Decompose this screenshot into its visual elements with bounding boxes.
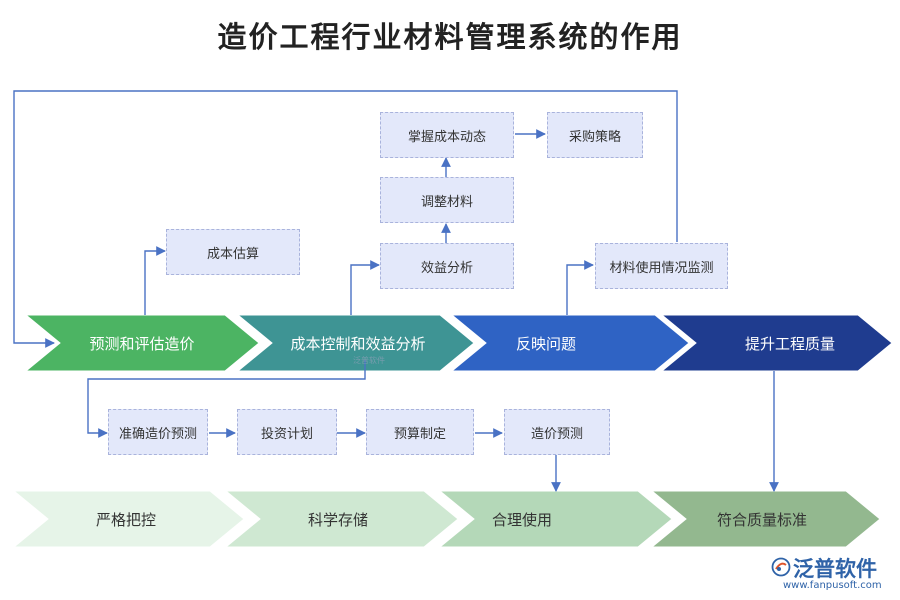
connector-to-monitoring xyxy=(566,260,594,315)
brand-logo-icon xyxy=(771,557,791,577)
connector-to-benefit-analysis xyxy=(350,260,380,315)
brand-logo: 泛普软件 www.fanpusoft.com xyxy=(771,555,895,597)
outcome-1-chevron xyxy=(12,490,245,548)
main-step-4-chevron xyxy=(660,314,893,372)
main-step-3-label: 反映问题 xyxy=(515,334,576,353)
outcome-4-chevron xyxy=(650,490,881,548)
outcome-2-label: 科学存储 xyxy=(307,510,368,529)
main-step-1-chevron xyxy=(24,314,260,372)
outcome-3-label: 合理使用 xyxy=(491,510,552,529)
main-step-2-chevron xyxy=(236,314,475,372)
watermark-small: 泛普软件 xyxy=(353,356,385,365)
outcome-2-chevron xyxy=(224,490,459,548)
material-monitoring-box: 材料使用情况监测 xyxy=(595,243,728,289)
connector-to-cost-estimate xyxy=(144,246,166,315)
cost-estimate-box: 成本估算 xyxy=(166,229,300,275)
main-step-2-label: 成本控制和效益分析 xyxy=(290,334,426,353)
lower-step-4-box: 造价预测 xyxy=(504,409,610,455)
lower-step-1-box: 准确造价预测 xyxy=(108,409,208,455)
page-title: 造价工程行业材料管理系统的作用 xyxy=(217,20,683,54)
lower-step-2-box: 投资计划 xyxy=(237,409,337,455)
connector-step2-to-lower xyxy=(87,360,366,438)
main-step-3-chevron xyxy=(450,314,690,372)
brand-logo-text: 泛普软件 xyxy=(793,557,877,581)
adjust-materials-box: 调整材料 xyxy=(380,177,514,223)
lower-step-3-box: 预算制定 xyxy=(366,409,474,455)
outcome-4-label: 符合质量标准 xyxy=(716,510,807,529)
connector-loop-to-step1 xyxy=(13,90,678,348)
grasp-cost-dynamics-box: 掌握成本动态 xyxy=(380,112,514,158)
outcome-1-label: 严格把控 xyxy=(95,510,156,529)
benefit-analysis-box: 效益分析 xyxy=(380,243,514,289)
brand-logo-url: www.fanpusoft.com xyxy=(783,580,882,591)
main-step-1-label: 预测和评估造价 xyxy=(89,334,195,353)
outcome-3-chevron xyxy=(438,490,673,548)
procurement-strategy-box: 采购策略 xyxy=(547,112,643,158)
main-step-4-label: 提升工程质量 xyxy=(744,334,835,353)
